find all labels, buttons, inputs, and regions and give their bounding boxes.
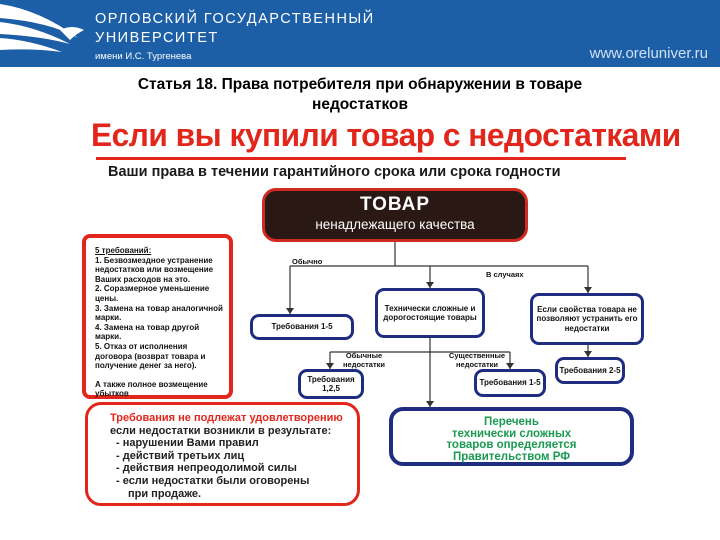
label-usually: Обычно (292, 257, 323, 266)
not-satisfied-line: если недостатки возникли в результате: (110, 424, 332, 437)
technical-goods-box: Технически сложные и дорогостоящие товар… (375, 288, 485, 338)
properties-text: Если свойства товара не позволяют устран… (536, 304, 638, 333)
not-satisfied-box: Требования не подлежат удовлетворению ес… (85, 402, 360, 506)
list-line: товаров определяется (446, 439, 577, 451)
not-satisfied-line: - если недостатки были оговорены (116, 474, 310, 487)
requirement-item-5: 5. Отказ от исполнения договора (возврат… (95, 341, 206, 371)
diagram-main-title: Если вы купили товар с недостатками (91, 117, 681, 153)
requirement-item-2: 2. Соразмерное уменьшение цены. (95, 284, 210, 303)
eagle-wing-logo-icon (0, 4, 84, 52)
requirement-item-3: 3. Замена на товар аналогичной марки. (95, 303, 223, 323)
requirements-1-5-box: Требования 1-5 (250, 314, 354, 340)
requirements-1-5-text: Требования 1-5 (271, 322, 333, 332)
requirements-2-5-text: Требования 2-5 (559, 365, 621, 375)
requirements-box: 5 требований: 1. Безвозмездное устранени… (82, 234, 233, 399)
technical-goods-list-box: Перечень технически сложных товаров опре… (389, 407, 634, 466)
requirements-2-5-box: Требования 2-5 (555, 357, 625, 384)
properties-box: Если свойства товара не позволяют устран… (530, 293, 644, 345)
university-header: ОРЛОВСКИЙ ГОСУДАРСТВЕННЫЙ УНИВЕРСИТЕТ им… (0, 0, 720, 67)
product-subtitle: ненадлежащего качества (315, 217, 475, 232)
requirements-extra: А также полное возмещение убытков (95, 379, 208, 399)
slide-title: Статья 18. Права потребителя при обнаруж… (137, 76, 583, 113)
website-link[interactable]: www.oreluniver.ru (589, 45, 708, 62)
requirement-item-4: 4. Замена на товар другой марки. (95, 322, 200, 342)
label-ordinary-defects: Обычные недостатки (343, 351, 385, 369)
title-underline (96, 157, 626, 160)
diagram-subtitle: Ваши права в течении гарантийного срока … (108, 164, 561, 180)
university-name-line3: имени И.С. Тургенева (95, 51, 192, 62)
requirement-item-1: 1. Безвозмездное устранение недостатков … (95, 255, 214, 284)
requirements-125-box: Требования 1,2,5 (298, 369, 364, 399)
product-box: ТОВАР ненадлежащего качества (262, 188, 528, 242)
requirements-1-5-significant-box: Требования 1-5 (474, 369, 546, 397)
technical-goods-text: Технически сложные и дорогостоящие товар… (383, 303, 477, 323)
requirements-125-text: Требования 1,2,5 (307, 374, 355, 394)
label-significant-defects: Существенные недостатки (448, 351, 506, 369)
not-satisfied-line: - действий третьих лиц (116, 449, 245, 462)
not-satisfied-line: при продаже. (128, 487, 202, 500)
not-satisfied-line: - нарушении Вами правил (116, 437, 259, 450)
product-title: ТОВАР (359, 194, 431, 215)
requirements-1-5-significant-text: Требования 1-5 (479, 378, 541, 388)
university-name-line1: ОРЛОВСКИЙ ГОСУДАРСТВЕННЫЙ (95, 11, 375, 27)
requirements-heading: 5 требований: (95, 246, 152, 255)
label-in-cases: В случаях (486, 270, 524, 279)
not-satisfied-line: - действия непреодолимой силы (116, 462, 297, 475)
list-line: Перечень (484, 416, 539, 428)
list-line: Правительством РФ (452, 450, 571, 463)
not-satisfied-heading: Требования не подлежат удовлетворению (110, 412, 343, 424)
university-name-line2: УНИВЕРСИТЕТ (95, 30, 219, 46)
list-line: технически сложных (451, 427, 572, 440)
